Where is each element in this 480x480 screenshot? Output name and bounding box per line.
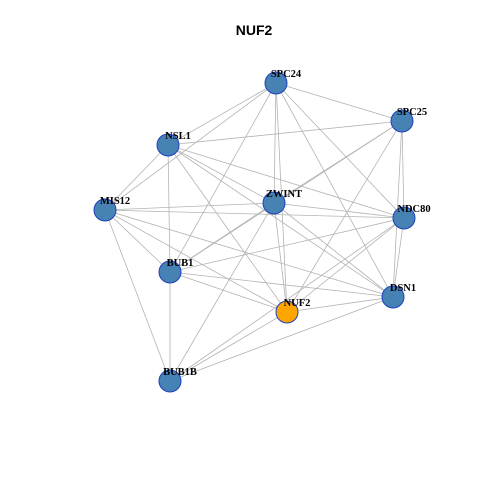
node-label-dsn1: DSN1 xyxy=(390,283,416,294)
node-label-nuf2: NUF2 xyxy=(284,298,311,309)
node-dsn1 xyxy=(381,285,405,309)
node-label-spc25: SPC25 xyxy=(397,107,427,118)
edge-nsl1-dsn1 xyxy=(167,144,394,298)
edge-mis12-nuf2 xyxy=(104,209,288,313)
edge-spc24-bub1 xyxy=(169,82,277,273)
edge-zwint-nuf2 xyxy=(273,202,288,313)
node-nsl1 xyxy=(156,133,180,157)
edges-layer xyxy=(104,82,405,382)
edge-nsl1-mis12 xyxy=(104,144,169,211)
edge-nsl1-ndc80 xyxy=(167,144,405,219)
edge-spc25-bub1 xyxy=(169,120,403,273)
node-label-bub1: BUB1 xyxy=(167,258,194,269)
node-spc25 xyxy=(390,109,414,133)
node-label-bub1b: BUB1B xyxy=(163,367,197,378)
node-label-ndc80: NDC80 xyxy=(397,204,430,215)
edge-spc24-ndc80 xyxy=(275,82,405,219)
edge-zwint-bub1b xyxy=(169,202,275,382)
edge-nuf2-bub1b xyxy=(169,311,288,382)
node-label-spc24: SPC24 xyxy=(271,69,302,80)
edge-nsl1-zwint xyxy=(167,144,275,204)
nodes-layer xyxy=(93,71,416,393)
node-nuf2 xyxy=(275,300,299,324)
node-mis12 xyxy=(93,198,117,222)
node-zwint xyxy=(262,191,286,215)
edge-ndc80-bub1 xyxy=(169,217,405,273)
edge-spc25-nsl1 xyxy=(167,120,403,146)
edge-spc24-zwint xyxy=(273,82,277,204)
node-bub1b xyxy=(158,369,182,393)
edge-dsn1-bub1b xyxy=(169,296,394,382)
node-spc24 xyxy=(264,71,288,95)
edge-spc24-dsn1 xyxy=(275,82,394,298)
edge-spc25-ndc80 xyxy=(401,120,405,219)
edge-nsl1-bub1 xyxy=(167,144,171,273)
edge-mis12-bub1 xyxy=(104,209,171,273)
diagram-title: NUF2 xyxy=(236,22,273,38)
edge-mis12-bub1b xyxy=(104,209,171,382)
node-label-zwint: ZWINT xyxy=(266,189,302,200)
edge-spc24-spc25 xyxy=(275,82,403,122)
node-ndc80 xyxy=(392,206,416,230)
node-label-nsl1: NSL1 xyxy=(165,131,191,142)
edge-zwint-ndc80 xyxy=(273,202,405,219)
edge-bub1-nuf2 xyxy=(169,271,288,313)
edge-ndc80-dsn1 xyxy=(392,217,405,298)
node-label-mis12: MIS12 xyxy=(100,196,130,207)
edge-ndc80-nuf2 xyxy=(286,217,405,313)
edge-spc24-nsl1 xyxy=(167,82,277,146)
edge-zwint-bub1 xyxy=(169,202,275,273)
edge-dsn1-nuf2 xyxy=(286,296,394,313)
edge-zwint-dsn1 xyxy=(273,202,394,298)
edge-zwint-mis12 xyxy=(104,202,275,211)
node-bub1 xyxy=(158,260,182,284)
edge-nsl1-nuf2 xyxy=(167,144,288,313)
edge-bub1-dsn1 xyxy=(169,271,394,298)
edge-mis12-ndc80 xyxy=(104,209,405,219)
edge-ndc80-bub1b xyxy=(169,217,405,382)
edge-spc24-mis12 xyxy=(104,82,277,211)
